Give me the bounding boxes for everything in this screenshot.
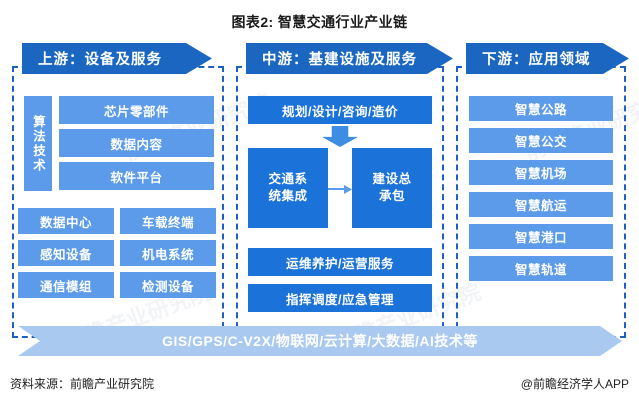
upstream-cell-detection-equipment: 检测设备 (120, 272, 216, 298)
brand-note: @前瞻经济学人APP (520, 377, 629, 391)
downstream-cell-smart-port: 智慧港口 (469, 224, 613, 249)
downstream-cell-smart-highway: 智慧公路 (469, 96, 613, 121)
upstream-cell-data-content: 数据内容 (59, 129, 214, 157)
midstream-cell-planning-design-consulting-pricing: 规划/设计/咨询/造价 (248, 96, 432, 124)
downstream-cell-smart-airport: 智慧机场 (469, 160, 613, 185)
right-arrow-icon (328, 185, 352, 194)
arrow-head (344, 185, 352, 194)
midstream-left-line-2: 统集成 (268, 189, 308, 203)
upstream-cell-data-center: 数据中心 (18, 208, 114, 234)
downstream-banner: 下游：应用领域 (466, 43, 629, 74)
upstream-cell-chip-components: 芯片零部件 (59, 96, 214, 124)
downstream-cell-smart-rail: 智慧轨道 (469, 256, 613, 281)
midstream-cell-traffic-system-integration: 交通系 统集成 (248, 148, 328, 228)
upstream-cell-software-platform: 软件平台 (59, 162, 214, 190)
upstream-cell-communication-module: 通信模组 (18, 272, 114, 298)
upstream-cell-electromechanical-system: 机电系统 (120, 240, 216, 266)
upstream-algorithm-cell: 算法技术 (24, 96, 52, 191)
midstream-cell-construction-general-contracting: 建设总 承包 (352, 148, 432, 228)
upstream-cell-sensing-equipment: 感知设备 (18, 240, 114, 266)
midstream-banner: 中游：基建设施及服务 (246, 43, 453, 74)
midstream-cell-command-dispatch-emergency-management: 指挥调度/应急管理 (248, 284, 432, 312)
upstream-cell-vehicle-terminal: 车载终端 (120, 208, 216, 234)
technology-bar: GIS/GPS/C-V2X/物联网/云计算/大数据/AI技术等 (18, 326, 622, 356)
midstream-right-line-2: 承包 (378, 189, 405, 203)
upstream-banner: 上游：设备及服务 (22, 43, 212, 74)
arrow-shaft (328, 188, 345, 190)
midstream-left-line-1: 交通系 (268, 172, 308, 186)
downstream-cell-smart-bus: 智慧公交 (469, 128, 613, 153)
source-note: 资料来源：前瞻产业研究院 (10, 377, 155, 391)
page-title: 图表2: 智慧交通行业产业链 (231, 14, 408, 30)
midstream-right-line-1: 建设总 (372, 172, 412, 186)
midstream-cell-maintenance-operation-service: 运维养护/运营服务 (248, 248, 432, 276)
downstream-cell-smart-shipping: 智慧航运 (469, 192, 613, 217)
